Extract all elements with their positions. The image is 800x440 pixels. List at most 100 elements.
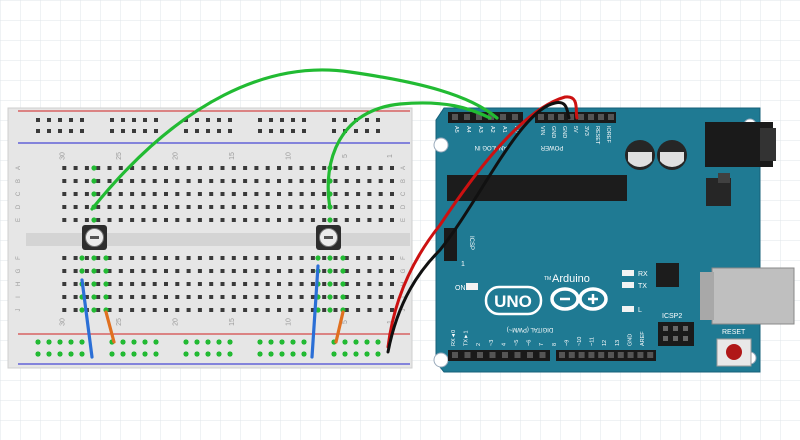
rail-hole: [376, 129, 380, 133]
digital-pin-label: GND: [627, 334, 633, 346]
header-pin: [578, 114, 584, 120]
breadboard-hole: [175, 256, 180, 260]
on-led: [466, 283, 478, 290]
header-pin: [627, 352, 634, 358]
breadboard-hole: [277, 192, 281, 196]
breadboard-hole: [141, 192, 146, 196]
breadboard-hole: [231, 295, 236, 299]
connected-hole: [91, 307, 97, 313]
breadboard-hole: [209, 192, 214, 196]
breadboard-hole: [164, 308, 168, 312]
connected-hole: [375, 339, 381, 345]
rail-hole: [58, 129, 62, 133]
brand-name: Arduino: [552, 273, 590, 285]
header-pin: [578, 352, 585, 358]
connected-hole: [120, 351, 126, 357]
breadboard-hole: [344, 179, 349, 183]
breadboard-hole: [197, 282, 202, 286]
connected-hole: [153, 351, 159, 357]
breadboard-hole: [175, 295, 180, 299]
breadboard-hole: [84, 295, 89, 299]
breadboard-hole: [277, 179, 281, 183]
breadboard-hole: [231, 205, 236, 209]
breadboard-hole: [209, 218, 214, 222]
icsp2-pin: [663, 326, 668, 331]
breadboard-hole: [118, 179, 123, 183]
breadboard-hole: [254, 205, 259, 209]
icsp-label: ICSP: [468, 236, 474, 250]
breadboard-hole: [299, 218, 304, 222]
wire-orange-right: [334, 310, 345, 344]
breadboard-hole: [299, 179, 304, 183]
power-pin-label: VIN: [539, 126, 545, 135]
infinity-logo-left: [550, 287, 580, 311]
breadboard-hole: [197, 205, 202, 209]
breadboard-hole: [220, 256, 225, 260]
header-pin: [608, 114, 614, 120]
header-pin: [588, 352, 595, 358]
rail-hole: [376, 118, 380, 122]
breadboard-hole: [220, 282, 225, 286]
rail-hole: [217, 129, 221, 133]
breadboard-hole: [390, 282, 394, 286]
rail-hole: [184, 129, 188, 133]
breadboard-hole: [96, 308, 101, 312]
breadboard-hole: [310, 282, 315, 286]
connected-hole: [340, 294, 346, 300]
breadboard-hole: [243, 218, 248, 222]
breadboard-hole: [356, 192, 361, 196]
rail-hole: [291, 129, 295, 133]
breadboard-hole: [288, 166, 293, 170]
connected-hole: [35, 339, 41, 345]
breadboard-hole: [378, 269, 383, 273]
breadboard-hole: [288, 295, 293, 299]
breadboard-hole: [378, 179, 383, 183]
breadboard-hole: [299, 308, 304, 312]
breadboard-hole: [186, 282, 191, 286]
breadboard-hole: [96, 269, 101, 273]
breadboard-hole: [209, 205, 214, 209]
connected-hole: [91, 268, 97, 274]
digital-pin-label: ~3: [489, 340, 495, 346]
connected-hole: [257, 339, 263, 345]
column-number: 1: [387, 154, 394, 158]
breadboard-hole: [118, 282, 123, 286]
breadboard-hole: [73, 218, 78, 222]
reset-button[interactable]: [726, 344, 742, 360]
uno-badge: [484, 285, 543, 316]
breadboard-hole: [62, 282, 67, 286]
rail-hole: [110, 118, 114, 122]
breadboard-hole: [141, 256, 146, 260]
connected-hole: [279, 339, 285, 345]
connected-hole: [327, 217, 333, 223]
breadboard-hole: [254, 308, 259, 312]
breadboard-hole: [231, 179, 236, 183]
icsp-header: [444, 228, 457, 261]
breadboard-hole: [73, 269, 78, 273]
breadboard-hole: [175, 205, 180, 209]
breadboard-hole: [96, 179, 101, 183]
breadboard-hole: [288, 192, 293, 196]
breadboard-hole: [277, 166, 281, 170]
connected-hole: [142, 339, 148, 345]
connected-hole: [103, 281, 109, 287]
connected-hole: [216, 339, 222, 345]
wires: [80, 68, 579, 359]
rail-hole: [69, 118, 73, 122]
connected-hole: [327, 281, 333, 287]
breadboard-hole: [299, 269, 304, 273]
breadboard-hole: [197, 256, 202, 260]
row-letter: F: [16, 256, 22, 260]
digital-pin-label: ~5: [514, 340, 520, 346]
breadboard-hole: [288, 282, 293, 286]
breadboard-hole: [231, 308, 236, 312]
breadboard-hole: [186, 256, 191, 260]
capacitor-sleeve: [628, 152, 652, 167]
potentiometer-left: [82, 225, 107, 250]
breadboard-hole: [344, 192, 349, 196]
breadboard-hole: [152, 269, 157, 273]
breadboard-hole: [265, 218, 270, 222]
breadboard-hole: [344, 295, 349, 299]
breadboard-hole: [265, 295, 270, 299]
breadboard-hole: [265, 308, 270, 312]
